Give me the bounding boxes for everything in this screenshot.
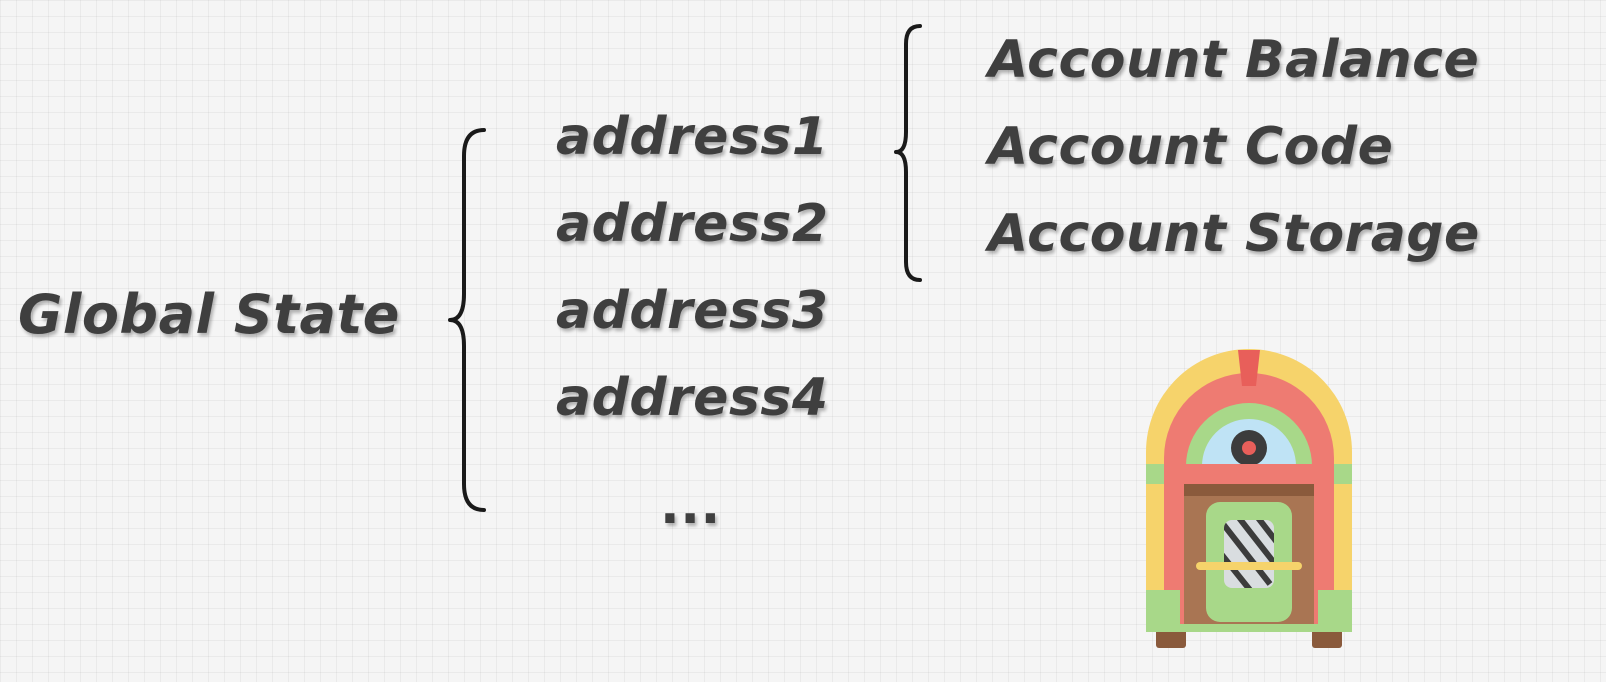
right-brace	[894, 24, 922, 282]
jukebox-icon	[1146, 349, 1352, 648]
address-item: address2	[556, 194, 829, 254]
address-item: address4	[556, 368, 829, 428]
account-balance-label: Account Balance	[988, 30, 1480, 90]
account-storage-label: Account Storage	[988, 204, 1480, 264]
address-item: address1	[556, 107, 829, 167]
global-state-label: Global State	[18, 283, 400, 346]
address-item: address3	[556, 281, 829, 341]
left-brace	[448, 128, 486, 512]
more-addresses-ellipsis: ...	[660, 476, 721, 536]
account-code-label: Account Code	[988, 117, 1394, 177]
